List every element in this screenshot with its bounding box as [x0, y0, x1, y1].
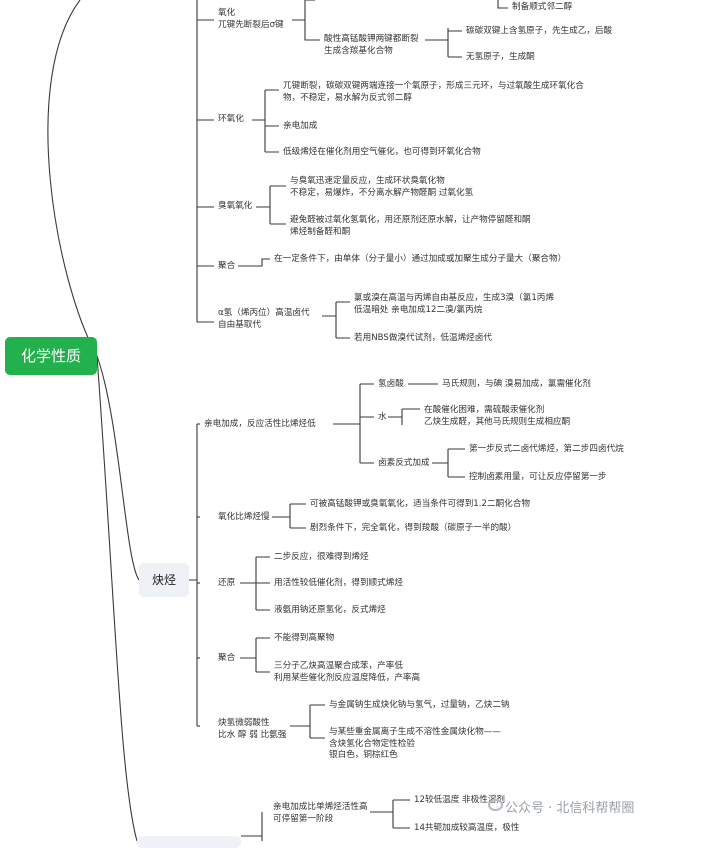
epoxidation-leaf-c: 低级烯烃在催化剂用空气催化，也可得到环氧化合物	[283, 147, 481, 157]
reduce-leaf-a: 二步反应，很难得到烯烃	[274, 552, 369, 562]
diene-label[interactable]: 亲电加成比单烯烃活性高 可停留第一阶段	[273, 802, 368, 824]
reduce-leaf-b: 用活性较低催化剂，得到顺式烯烃	[274, 578, 403, 588]
alkyne-oxid-leaf-a: 可被高锰酸钾或臭氧氧化，适当条件可得到1.2二酮化合物	[310, 499, 530, 509]
root-link-alkyne	[96, 355, 140, 581]
alkyne-node[interactable]: 炔烃	[139, 563, 189, 597]
alpha-label[interactable]: α氢（烯丙位）高温卤代 自由基取代	[218, 308, 310, 330]
water-node[interactable]: 水	[378, 412, 387, 422]
acid-leaf-b: 与某些重金属离子生成不溶性金属炔化物—— 含炔氢化合物定性检验 银白色，铜棕红色	[329, 727, 501, 760]
epoxidation-leaf-a: 兀键断裂，碳碳双键两端连接一个氧原子，形成三元环，与过氧酸生成环氧化合 物，不稳…	[283, 81, 584, 103]
kmno4-leaf-b: 无氢原子，生成酮	[466, 52, 535, 62]
halogen-node[interactable]: 卤素反式加成	[378, 458, 430, 468]
alkyne-polym-leaf-a: 不能得到高聚物	[274, 633, 335, 643]
alkyne-polym-leaf-b: 三分子乙炔高温聚合成苯，产率低 利用某些催化剂反应温度降低，产率高	[274, 661, 421, 683]
epoxidation-label[interactable]: 环氧化	[218, 114, 244, 124]
watermark: 公众号 · 北信科帮帮圈	[505, 801, 635, 816]
alkyne-polym-label[interactable]: 聚合	[218, 653, 236, 663]
root-link-upper	[47, 0, 98, 357]
alkyne-electro-label[interactable]: 亲电加成，反应活性比烯烃低	[204, 419, 316, 429]
alkyne-oxid-leaf-b: 剧烈条件下，完全氧化，得到羧酸（碳原子一半的酸）	[310, 523, 517, 533]
alkene-polym-label[interactable]: 聚合	[218, 261, 236, 271]
alpha-leaf-a: 氯或溴在高温与丙烯自由基反应，生成3溴（氯1丙烯 低温暗处 亲电加成12二溴/氯…	[354, 293, 554, 315]
root-node[interactable]: 化学性质	[5, 337, 97, 375]
oxidation-top-leaf: 制备顺式邻二醇	[512, 2, 573, 12]
hx-node[interactable]: 氢卤酸	[378, 379, 404, 389]
acid-leaf-a: 与金属钠生成炔化钠与氢气，过量钠，乙炔二钠	[329, 700, 510, 710]
acid-label[interactable]: 炔氢微弱酸性 比水 醇 弱 比氨强	[218, 718, 287, 740]
halogen-leaf-b: 控制卤素用量，可让反应停留第一步	[469, 472, 607, 482]
next-branch-node[interactable]	[137, 836, 241, 848]
ozone-leaf-a: 与臭氧迅速定量反应，生成环状臭氧化物 不稳定，易爆炸，不分离水解产物醛酮 过氧化…	[290, 176, 474, 198]
epoxidation-leaf-b: 亲电加成	[283, 121, 318, 131]
alpha-leaf-b: 若用NBS做溴代试剂，低温烯烃卤代	[354, 333, 492, 343]
oxidation-label[interactable]: 氧化 兀键先断裂后σ键	[218, 8, 284, 30]
reduce-label[interactable]: 还原	[218, 578, 236, 588]
diene-leaf-b: 14共轭加成较高温度，极性	[414, 823, 520, 833]
diene-leaf-a: 12较低温度 非极性溶剂	[414, 795, 506, 805]
water-leaf: 在酸催化困难，需硫酸汞催化剂 乙炔生成醛，其他马氏规则生成相应酮	[424, 405, 571, 427]
hx-leaf: 马氏规则，与碘 溴易加成，氯需催化剂	[442, 379, 591, 389]
root-link-lower	[96, 355, 138, 841]
reduce-leaf-c: 液氨用钠还原氢化，反式烯烃	[274, 605, 386, 615]
alkyne-oxid-label[interactable]: 氧化比烯烃慢	[218, 512, 270, 522]
kmno4-node[interactable]: 酸性高锰酸钾两键都断裂 生成含羰基化合物	[324, 34, 419, 56]
halogen-leaf-a: 第一步反式二卤代烯烃，第二步四卤代烷	[469, 444, 624, 454]
alkyne-spine	[189, 424, 198, 726]
alkene-polym-leaf: 在一定条件下，由单体（分子量小）通过加成或加聚生成分子量大（聚合物）	[274, 254, 567, 264]
wechat-icon	[488, 799, 503, 811]
ozone-label[interactable]: 臭氧氧化	[218, 201, 253, 211]
ozone-leaf-b: 避免醛被过氧化氢氧化，用还原剂还原水解，让产物停留醛和酮 烯烃制备醛和酮	[290, 215, 531, 237]
kmno4-leaf-a: 碳碳双键上含氢原子，先生成乙，后酸	[466, 26, 613, 36]
